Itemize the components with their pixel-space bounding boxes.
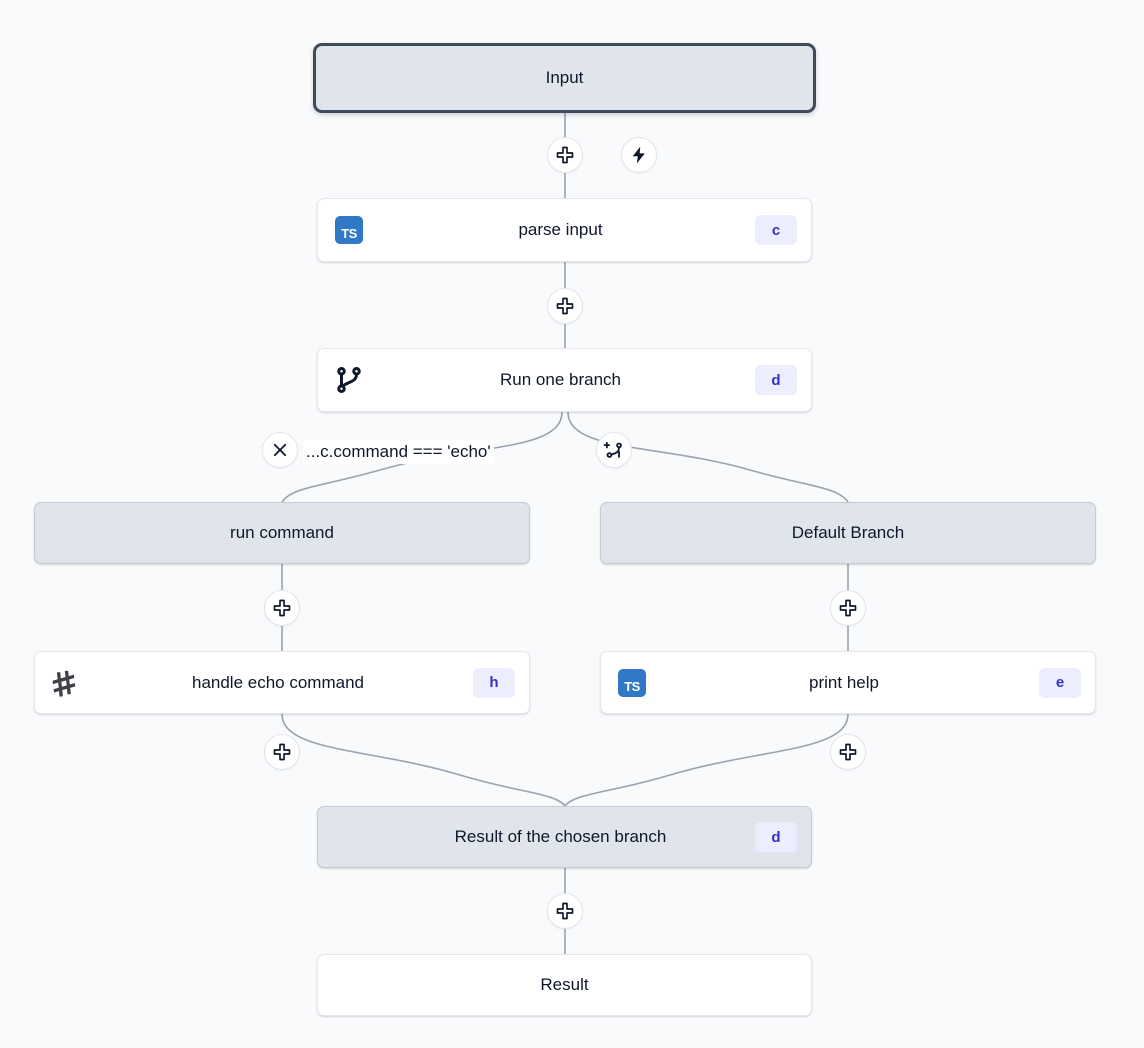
node-run-one-branch-key[interactable]: d [755,365,797,395]
plus-icon [556,902,574,920]
typescript-logo-icon: TS [615,666,649,700]
branch-condition-label[interactable]: ...c.command === 'echo' [303,440,494,464]
node-result-of-chosen-branch-key[interactable]: d [755,822,797,852]
add-step-after-run-command-button[interactable] [264,590,300,626]
typescript-logo-icon: TS [332,213,366,247]
ts-badge-text: TS [335,216,363,244]
node-parse-input[interactable]: TS parse input c [317,198,812,262]
add-step-after-input-button[interactable] [547,137,583,173]
git-branch-plus-icon [603,441,622,458]
node-input[interactable]: Input [313,43,816,113]
node-handle-echo-command[interactable]: handle echo command h [34,651,530,714]
ts-badge-text: TS [618,668,646,697]
plus-icon [273,599,291,617]
node-default-branch[interactable]: Default Branch [600,502,1096,564]
node-result-label: Result [540,975,589,994]
node-print-help[interactable]: TS print help e [600,651,1096,714]
remove-branch-button[interactable] [262,432,298,468]
close-icon [273,443,287,457]
plus-icon [556,297,574,315]
node-print-help-key[interactable]: e [1039,667,1081,698]
node-parse-input-label: parse input [518,220,603,239]
add-step-after-handle-echo-button[interactable] [264,734,300,770]
node-input-label: Input [545,68,584,87]
add-step-after-print-help-button[interactable] [830,734,866,770]
node-run-one-branch-label: Run one branch [500,370,621,389]
bolt-icon [632,146,645,164]
plus-icon [556,146,574,164]
trigger-bolt-button[interactable] [621,137,657,173]
add-step-after-result-chosen-button[interactable] [547,893,583,929]
node-run-command-label: run command [230,523,334,542]
node-run-command[interactable]: run command [34,502,530,564]
node-result-of-chosen-branch-label: Result of the chosen branch [454,827,667,846]
nu-hash-icon [49,666,83,700]
plus-icon [839,599,857,617]
node-run-one-branch[interactable]: Run one branch d [317,348,812,412]
node-result[interactable]: Result [317,954,812,1016]
node-handle-echo-command-key[interactable]: h [473,667,515,698]
node-parse-input-key[interactable]: c [755,215,797,245]
add-branch-button[interactable] [596,432,632,468]
edge-handle-echo-to-result [281,713,566,807]
plus-icon [839,743,857,761]
nu-hash-glyph [52,670,76,697]
add-step-after-default-branch-button[interactable] [830,590,866,626]
node-default-branch-label: Default Branch [791,523,905,542]
add-step-after-parse-input-button[interactable] [547,288,583,324]
plus-icon [273,743,291,761]
node-result-of-chosen-branch[interactable]: Result of the chosen branch d [317,806,812,868]
node-print-help-label: print help [809,672,879,692]
git-branch-icon [332,363,366,397]
node-handle-echo-command-label: handle echo command [191,672,364,692]
edge-print-help-to-result [564,713,849,807]
